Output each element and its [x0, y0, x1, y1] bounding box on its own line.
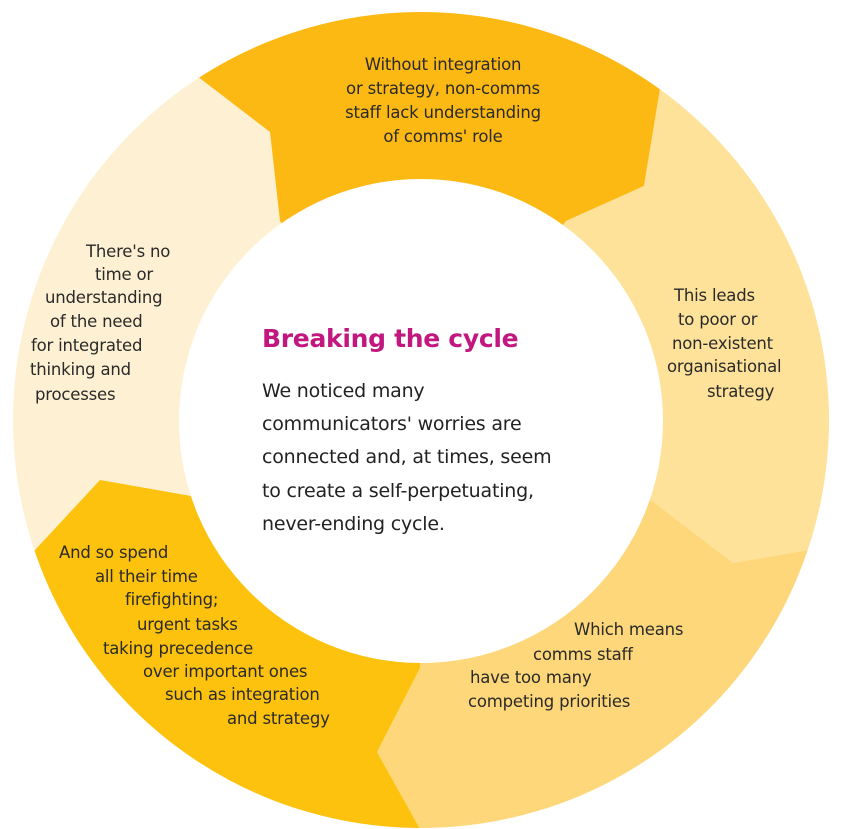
segment-right [421, 20, 841, 563]
text-line: urgent tasks [137, 615, 238, 634]
text-line: to poor or [678, 310, 758, 329]
text-line: organisational [667, 357, 782, 376]
body-line: We noticed many [262, 380, 425, 402]
segment-top [150, 0, 700, 420]
text-line: processes [35, 385, 116, 404]
text-line: time or [95, 265, 154, 284]
text-line: understanding [45, 288, 163, 307]
text-line: strategy [707, 382, 775, 401]
segment-bottom-right [377, 420, 841, 829]
text-line: comms staff [533, 645, 633, 664]
body-line: to create a self-perpetuating, [262, 480, 534, 502]
text-line: staff lack understanding [345, 103, 541, 122]
text-line: This leads [674, 286, 755, 305]
text-line: or strategy, non-comms [346, 79, 540, 98]
segment-bottom-left [0, 420, 421, 829]
text-line: There's no [86, 242, 171, 261]
center-title: Breaking the cycle [262, 324, 519, 353]
body-line: connected and, at times, seem [262, 446, 552, 468]
text-line: thinking and [30, 360, 131, 379]
text-line: such as integration [165, 685, 320, 704]
text-line: taking precedence [103, 639, 254, 658]
text-line: have too many [470, 668, 592, 687]
text-line: Without integration [364, 55, 522, 74]
text-line: and strategy [227, 709, 330, 728]
body-line: never-ending cycle. [262, 513, 445, 535]
text-line: for integrated [31, 336, 143, 355]
text-line: non-existent [672, 334, 773, 353]
body-line: communicators' worries are [262, 413, 522, 435]
text-line: And so spend [59, 543, 169, 562]
text-line: of the need [50, 312, 143, 331]
text-line: Which means [574, 620, 684, 639]
text-line: competing priorities [468, 692, 631, 711]
text-line: firefighting; [125, 590, 219, 609]
text-line: over important ones [143, 662, 308, 681]
text-line: all their time [95, 567, 198, 586]
text-line: of comms' role [383, 127, 503, 146]
